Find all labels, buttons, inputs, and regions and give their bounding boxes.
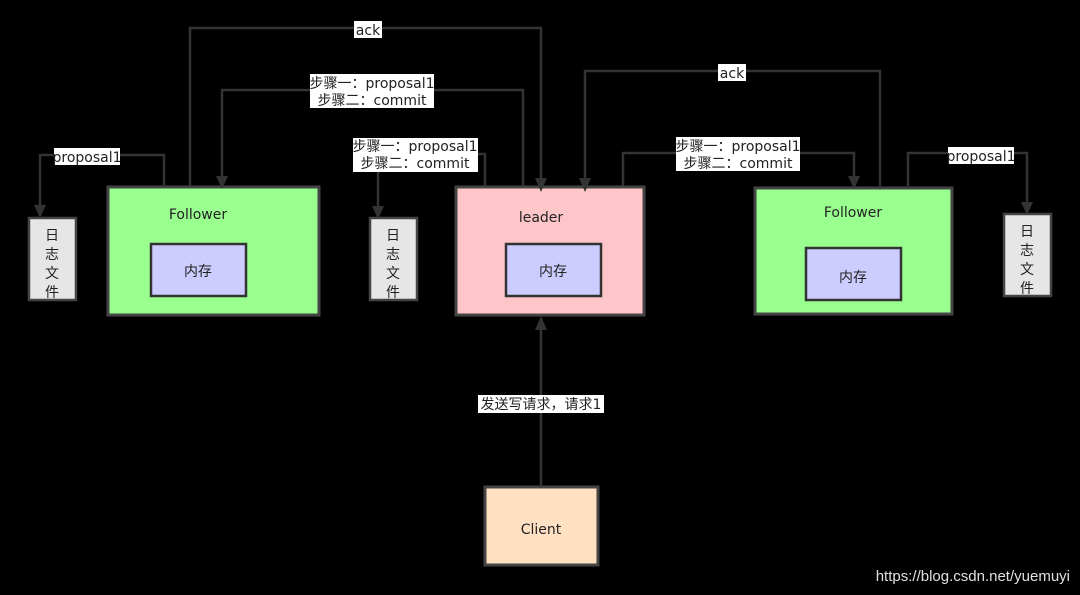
ack-left-label: ack xyxy=(356,23,381,39)
log-right-box xyxy=(1002,212,1053,298)
log-left-box xyxy=(27,216,78,302)
watermark: https://blog.csdn.net/yuemuyi xyxy=(875,568,1070,585)
client-title: Client xyxy=(521,522,562,538)
log-left-label: 日志文件 xyxy=(45,228,59,301)
follower-left-title: Follower xyxy=(169,207,228,223)
ack-right-label-bg xyxy=(718,64,746,81)
arrow-leader-to-log xyxy=(372,206,384,219)
leader-right-step1: 步骤一：proposal1 xyxy=(675,139,800,155)
client-request-label: 发送写请求，请求1 xyxy=(481,397,602,413)
left-log-label: proposal1 xyxy=(52,150,121,166)
follower-left-memory-label: 内存 xyxy=(184,264,212,280)
arrow-ack-left xyxy=(535,178,547,192)
follower-left-memory-box xyxy=(149,242,248,298)
leader-title: leader xyxy=(519,210,564,226)
arrow-ack-right xyxy=(579,178,591,192)
arrow-right-log xyxy=(1021,202,1033,215)
left-log-label-bg xyxy=(54,148,120,165)
arrow-left-log xyxy=(34,205,46,218)
follower-right-title: Follower xyxy=(824,205,883,221)
log-right-label: 日志文件 xyxy=(1020,224,1034,297)
leader-left-step1: 步骤一：proposal1 xyxy=(309,76,434,92)
leader-memory-box xyxy=(504,242,603,298)
node-follower-right: Follower 内存 xyxy=(753,186,954,316)
node-leader: leader 内存 xyxy=(454,185,646,317)
log-right: 日志文件 xyxy=(1002,212,1053,298)
log-center-box xyxy=(368,216,419,302)
ack-right-label: ack xyxy=(720,66,745,82)
leader-left-step2: 步骤二：commit xyxy=(318,93,427,109)
node-follower-left: Follower 内存 xyxy=(106,185,321,317)
leader-log-step1: 步骤一：proposal1 xyxy=(352,139,477,155)
arrow-leader-to-right xyxy=(848,176,860,189)
log-center-label: 日志文件 xyxy=(386,228,400,301)
leader-memory-label: 内存 xyxy=(539,264,567,280)
follower-right-memory-label: 内存 xyxy=(839,270,867,286)
right-log-label-bg xyxy=(948,147,1014,164)
client-request-label-bg xyxy=(478,395,604,413)
arrow-leader-to-left xyxy=(216,176,228,189)
arrow-client-to-leader xyxy=(535,316,547,330)
ack-left-label-bg xyxy=(354,21,382,38)
leader-right-step2: 步骤二：commit xyxy=(684,156,793,172)
node-client: Client xyxy=(483,485,600,567)
right-log-label: proposal1 xyxy=(946,149,1015,165)
leader-log-label-bg xyxy=(353,138,478,172)
follower-right-memory-box xyxy=(804,246,903,302)
log-left: 日志文件 xyxy=(27,216,78,302)
leader-left-label-bg xyxy=(310,74,434,108)
client-box xyxy=(483,485,600,567)
log-center: 日志文件 xyxy=(368,216,419,302)
leader-right-label-bg xyxy=(676,137,800,171)
leader-log-step2: 步骤二：commit xyxy=(361,156,470,172)
